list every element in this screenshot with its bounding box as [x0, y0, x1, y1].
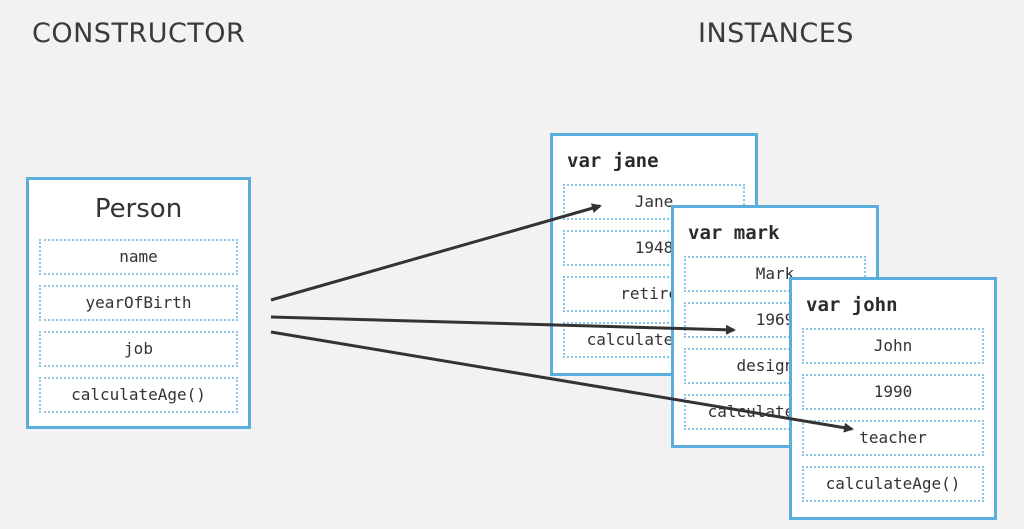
john-field-job: teacher [802, 420, 984, 456]
john-field-name: John [802, 328, 984, 364]
constructor-heading: CONSTRUCTOR [32, 18, 246, 49]
instance-mark-title: var mark [688, 222, 780, 244]
field-year-of-birth: yearOfBirth [39, 285, 238, 321]
instances-heading: INSTANCES [698, 18, 854, 49]
arrow-to-john [270, 330, 854, 433]
person-constructor-box: Person name yearOfBirth job calculateAge… [26, 177, 251, 429]
arrow-to-jane [270, 203, 602, 302]
field-calculate-age: calculateAge() [39, 377, 238, 413]
john-field-calculate-age: calculateAge() [802, 466, 984, 502]
constructor-title: Person [94, 194, 183, 224]
field-name: name [39, 239, 238, 275]
mark-field-name: Mark [684, 256, 866, 292]
field-job: job [39, 331, 238, 367]
john-field-year: 1990 [802, 374, 984, 410]
instance-jane-title: var jane [567, 150, 659, 172]
arrow-to-mark [270, 315, 736, 335]
instance-john-title: var john [806, 294, 898, 316]
instance-john-box: var john John 1990 teacher calculateAge(… [789, 277, 997, 520]
jane-field-name: Jane [563, 184, 745, 220]
